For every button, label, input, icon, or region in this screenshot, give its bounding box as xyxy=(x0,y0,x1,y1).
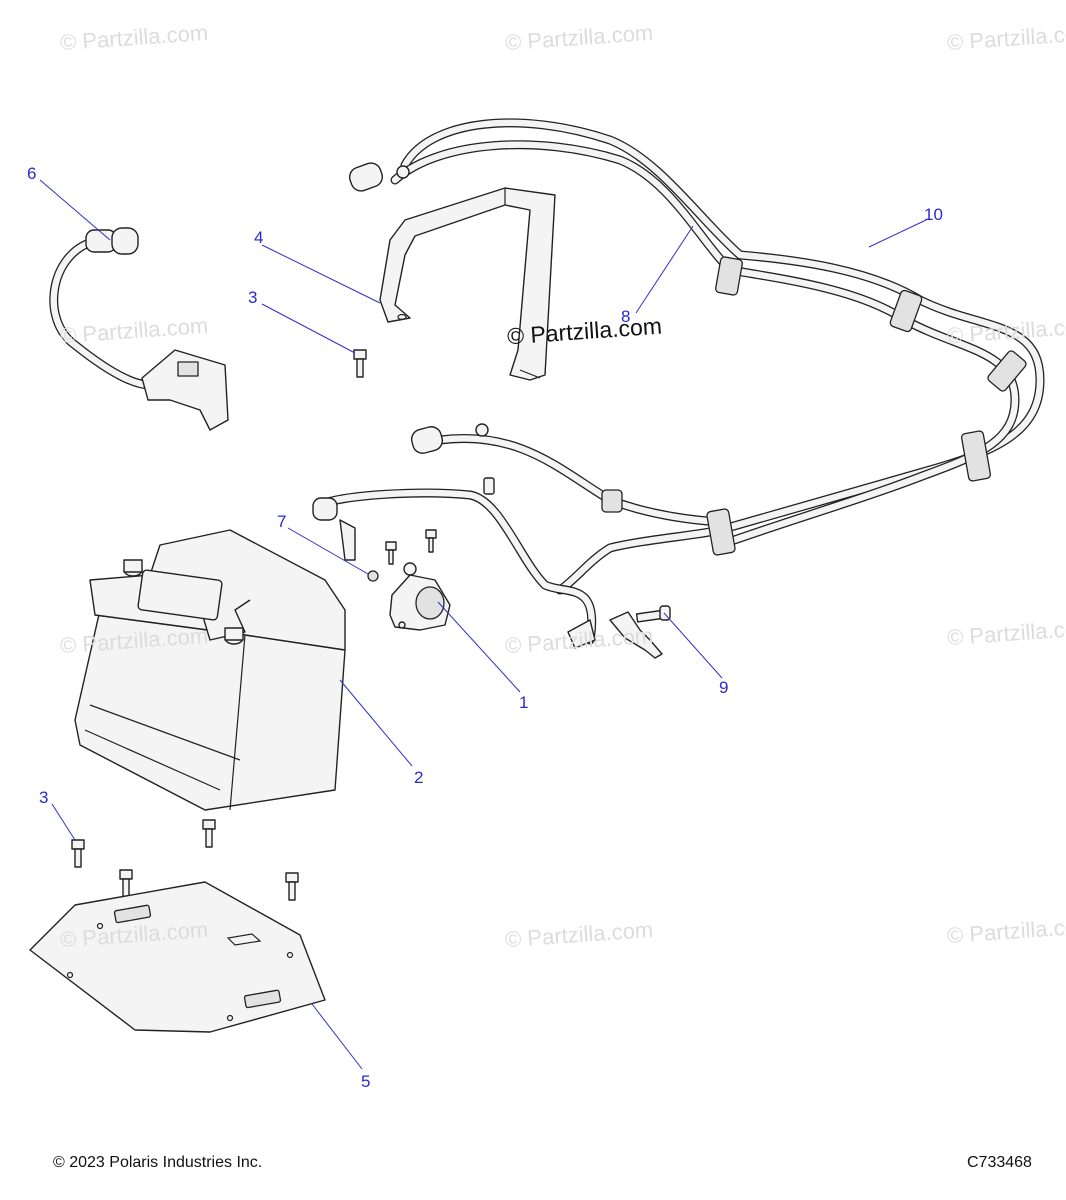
solenoid-1 xyxy=(389,562,451,631)
callout-1[interactable]: 1 xyxy=(519,693,529,712)
callout-8[interactable]: 8 xyxy=(621,307,631,326)
nut-7 xyxy=(367,570,379,582)
bolt-9 xyxy=(567,605,671,659)
battery-2 xyxy=(74,529,346,811)
bracket-4 xyxy=(379,187,556,381)
callout-3-upper[interactable]: 3 xyxy=(248,288,258,307)
bolt-3-lower xyxy=(71,839,85,868)
callout-10[interactable]: 10 xyxy=(924,205,943,224)
leader-lines xyxy=(39,179,927,1070)
harness-8-branch xyxy=(312,477,597,645)
cable-6 xyxy=(49,227,229,431)
callout-7[interactable]: 7 xyxy=(277,512,287,531)
callout-5[interactable]: 5 xyxy=(361,1072,371,1091)
diagram-code: C733468 xyxy=(967,1154,1032,1171)
callout-3-lower[interactable]: 3 xyxy=(39,788,49,807)
bolt-3-upper xyxy=(353,349,367,378)
harness-10 xyxy=(348,118,1045,595)
tray-5 xyxy=(29,881,326,1033)
solenoid-bolts xyxy=(385,529,437,565)
callout-4[interactable]: 4 xyxy=(254,228,264,247)
callout-6[interactable]: 6 xyxy=(27,164,37,183)
tray-bolts xyxy=(119,819,299,901)
copyright-text: © 2023 Polaris Industries Inc. xyxy=(53,1154,263,1171)
callout-9[interactable]: 9 xyxy=(719,678,729,697)
callout-2[interactable]: 2 xyxy=(414,768,424,787)
